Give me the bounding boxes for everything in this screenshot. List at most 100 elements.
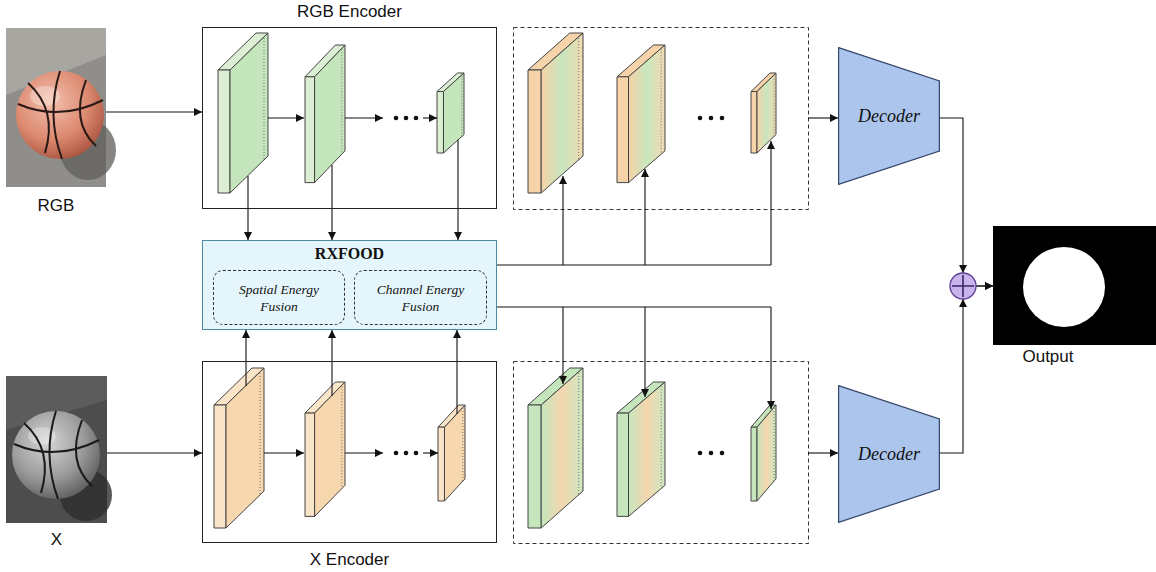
feature-maps bbox=[438, 405, 465, 501]
ellipsis-dots bbox=[404, 116, 409, 121]
ellipsis-dots bbox=[414, 116, 419, 121]
connector-arrow bbox=[107, 452, 202, 453]
submodule-label: Channel Energy Fusion bbox=[365, 281, 477, 315]
ellipsis-dots bbox=[720, 116, 725, 121]
feature-maps bbox=[751, 73, 776, 153]
rgb-photo bbox=[80, 80, 96, 146]
x-photo bbox=[14, 440, 99, 452]
wire-arrows bbox=[456, 361, 457, 414]
ellipsis-dots bbox=[404, 451, 409, 456]
output-mask-image bbox=[1023, 247, 1105, 327]
wire-arrows bbox=[562, 307, 563, 384]
feature-maps bbox=[617, 382, 665, 516]
ellipsis-dots bbox=[698, 116, 703, 121]
output-mask-image bbox=[993, 226, 1156, 345]
input-image: RGB bbox=[6, 28, 106, 218]
x-photo bbox=[24, 423, 45, 493]
feature-maps bbox=[305, 382, 345, 516]
output-mask: Output bbox=[993, 226, 1156, 371]
image-caption: Output bbox=[993, 347, 1103, 367]
connector-arrow bbox=[331, 209, 332, 240]
decoder-block: Decoder bbox=[838, 47, 940, 185]
wire-arrows bbox=[423, 452, 438, 453]
decoder-label: Decoder bbox=[858, 105, 920, 127]
decoder-trapezoid bbox=[839, 386, 940, 523]
x-photo bbox=[12, 411, 100, 499]
ellipsis-dots bbox=[709, 451, 714, 456]
wire-arrows bbox=[770, 307, 771, 409]
feature-maps bbox=[617, 45, 665, 183]
dashed-group-box bbox=[514, 28, 809, 544]
wire-arrows bbox=[808, 117, 838, 118]
rgb-photo bbox=[6, 28, 116, 187]
connector-arrow bbox=[245, 330, 246, 361]
input-image: X bbox=[6, 376, 107, 551]
decoder-block: Decoder bbox=[838, 385, 940, 523]
wire-arrows bbox=[770, 141, 771, 265]
connector-arrow bbox=[106, 111, 202, 112]
connector-arrow bbox=[456, 330, 457, 361]
x-photo bbox=[6, 376, 112, 523]
submodule-label: Spatial Energy Fusion bbox=[223, 281, 335, 315]
dashed-group-box bbox=[514, 362, 809, 544]
connector-arrow bbox=[940, 118, 993, 286]
rgb-photo bbox=[28, 83, 49, 153]
fusion-module: RXFOOD Spatial Energy Fusion Channel Energ… bbox=[202, 240, 497, 330]
feature-maps bbox=[214, 368, 264, 528]
ellipsis-dots bbox=[720, 451, 725, 456]
output-mask-image bbox=[993, 226, 1156, 345]
box-title: X Encoder bbox=[203, 550, 496, 570]
sum-symbol bbox=[959, 265, 967, 273]
feature-maps bbox=[437, 73, 464, 153]
decoder-trapezoid bbox=[839, 48, 940, 185]
wire-arrows bbox=[245, 361, 246, 386]
wire-arrows bbox=[644, 307, 645, 397]
feature-maps bbox=[218, 33, 268, 193]
wire-arrows bbox=[345, 452, 383, 453]
fusion-submodule: Channel Energy Fusion bbox=[354, 270, 487, 325]
sum-symbol bbox=[959, 299, 967, 307]
wire-arrows bbox=[331, 165, 332, 209]
connector-arrow bbox=[940, 286, 993, 453]
feature-maps bbox=[305, 45, 345, 183]
ellipsis-dots bbox=[709, 116, 714, 121]
feature-maps bbox=[751, 405, 776, 501]
wire-arrows bbox=[423, 117, 437, 118]
ellipsis-dots bbox=[394, 451, 399, 456]
wire-arrows bbox=[644, 169, 645, 265]
rgb-photo bbox=[16, 71, 104, 159]
connector-arrow bbox=[331, 330, 332, 361]
image-caption: X bbox=[6, 530, 107, 550]
feature-maps bbox=[528, 368, 583, 528]
wire-arrows bbox=[562, 176, 563, 265]
sum-symbol bbox=[952, 275, 974, 297]
module-title: RXFOOD bbox=[203, 244, 496, 264]
x-photo bbox=[49, 411, 58, 499]
image-caption: RGB bbox=[6, 196, 106, 216]
wire-arrows bbox=[331, 361, 332, 396]
wire-arrows bbox=[264, 452, 304, 453]
decoder-label: Decoder bbox=[858, 443, 920, 465]
dashed-group-box bbox=[514, 28, 809, 210]
sum-symbol bbox=[950, 273, 976, 299]
ellipsis-dots bbox=[698, 451, 703, 456]
rgb-photo bbox=[53, 71, 62, 159]
encoder-box: X Encoder bbox=[202, 361, 497, 543]
connector-arrow bbox=[247, 209, 248, 240]
wire-arrows bbox=[497, 264, 771, 265]
feature-maps bbox=[528, 33, 583, 193]
wire-arrows bbox=[808, 452, 838, 453]
ellipsis-dots bbox=[394, 116, 399, 121]
wire-arrows bbox=[268, 117, 304, 118]
encoder-box: RGB Encoder bbox=[202, 27, 497, 209]
ellipsis-dots bbox=[414, 451, 419, 456]
connector-arrow bbox=[457, 209, 458, 240]
fusion-submodule: Spatial Energy Fusion bbox=[213, 270, 345, 325]
x-photo bbox=[76, 420, 92, 486]
wire-arrows bbox=[345, 117, 383, 118]
wire-arrows bbox=[247, 176, 248, 209]
box-title: RGB Encoder bbox=[203, 2, 496, 22]
wire-arrows bbox=[497, 306, 771, 307]
